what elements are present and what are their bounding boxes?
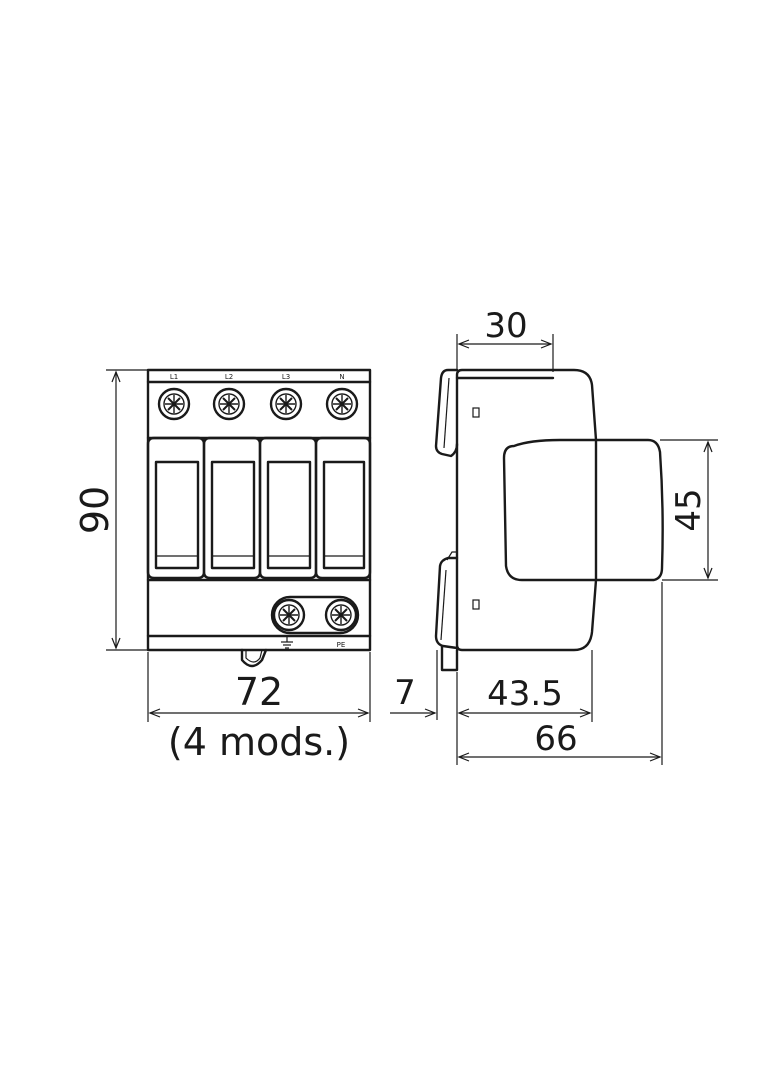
lower-rail-clip <box>434 556 459 650</box>
screw-icon <box>212 387 246 421</box>
dimension-body-depth: 43.5 <box>487 674 563 714</box>
module-front-profile <box>502 438 664 582</box>
protection-module <box>314 436 372 580</box>
terminal-label-l1: L1 <box>170 373 178 381</box>
front-dimensions: 90 72 (4 mods.) <box>73 369 371 764</box>
terminal-label-l2: L2 <box>225 373 233 381</box>
dimension-modules: (4 mods.) <box>168 720 350 764</box>
terminal-label-n: N <box>339 373 344 381</box>
dimension-depth-top: 30 <box>484 306 527 346</box>
front-view: L1 L2 L3 N <box>146 368 372 668</box>
side-dimensions: 30 45 7 43.5 66 <box>390 306 718 765</box>
protection-module <box>202 436 262 580</box>
screw-icon <box>272 598 306 632</box>
dimension-width: 72 <box>235 670 283 714</box>
upper-rail-clip <box>434 368 459 458</box>
dimension-rail-offset: 7 <box>394 673 416 713</box>
ground-icon <box>281 636 293 649</box>
terminal-label-l3: L3 <box>282 373 290 381</box>
screw-icon <box>324 598 358 632</box>
dimension-module-height: 45 <box>669 488 709 531</box>
pe-label: PE <box>337 641 346 649</box>
dimension-height: 90 <box>73 486 117 534</box>
screw-icon <box>269 387 303 421</box>
screw-icon <box>157 387 191 421</box>
din-rail-clip <box>240 648 268 668</box>
protection-module <box>146 436 206 580</box>
screw-icon <box>325 387 359 421</box>
dimension-total-depth: 66 <box>534 719 577 759</box>
side-housing <box>455 368 598 652</box>
protection-module <box>258 436 318 580</box>
pe-terminal-block <box>270 595 360 635</box>
side-view <box>434 368 664 672</box>
